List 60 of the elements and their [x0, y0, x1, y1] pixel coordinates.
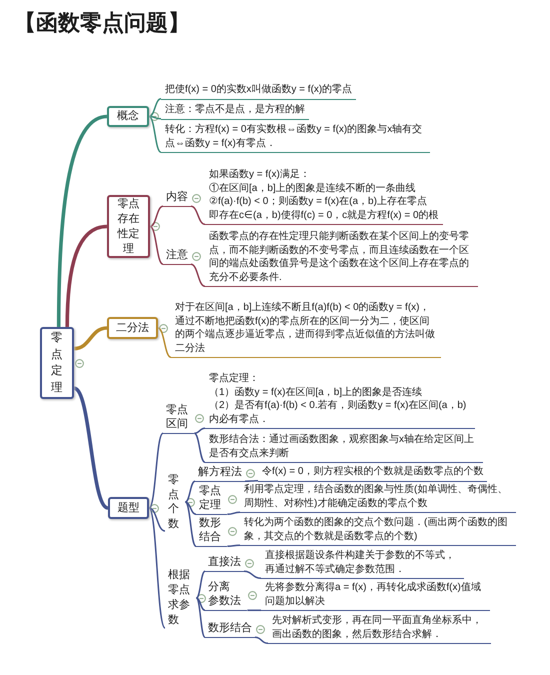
connector-line [148, 98, 162, 118]
connector-line [196, 597, 206, 611]
connector-line [185, 501, 196, 516]
connector-line [254, 636, 268, 644]
connector-line [194, 432, 206, 463]
topic-label: 解方程法 [195, 465, 245, 482]
connector-line [73, 386, 109, 510]
connector-line [148, 508, 166, 628]
connector-line [190, 206, 206, 226]
topic-text: 数形结合法：通过画函数图象，观察图象与x轴在给定区间上是否有交点来判断 [205, 433, 483, 463]
topic-text: 令f(x) = 0，则方程实根的个数就是函数零点的个数 [258, 465, 488, 482]
connector-line [148, 116, 162, 120]
connector-line [244, 570, 262, 580]
topic-text: 先将参数分离得a = f(x)，再转化成求函数f(x)值域问题加以解决 [261, 581, 490, 611]
topic-text: 如果函数y = f(x)满足： ①在区间[a，b]上的图象是连续不断的一条曲线 ②f(a)·f(b) < 0；则函数y = f(x)在(a，b)上存在零点 即存在c∈(a，b)使得f(c) = 0，c就是方程f(x) = 0的根 [205, 168, 443, 225]
topic-text: 直接根据题设条件构建关于参数的不等式，再通过解不等式确定参数范围． [261, 549, 464, 579]
root-box: 零点定理 [40, 327, 74, 399]
topic-text: 先对解析式变形，再在同一平面直角坐标系中，画出函数的图象，然后数形结合求解． [268, 614, 491, 644]
topic-text: 对于在区间[a，b]上连续不断且f(a)f(b) < 0的函数y = f(x)，通过不断地把函数f(x)的零点所在的区间一分为二，使区间的两个端点逐步逼近零点，进而得到零点近似值的方法叫做二分法 [171, 301, 441, 358]
topic-text: 转化为两个函数的图象的交点个数问题．(画出两个函数的图象，其交点的个数就是函数零点的个数) [240, 516, 516, 546]
connector-line [65, 224, 108, 328]
connector-line [74, 326, 108, 350]
connector-line [184, 501, 196, 547]
connector-line [194, 428, 206, 434]
topic-box: 零点存在性定理 [107, 195, 150, 258]
connector-line [148, 116, 162, 153]
topic-label: 分离参数法 [205, 580, 248, 611]
connector-line [158, 327, 172, 358]
topic-label: 内容 [163, 190, 191, 207]
connector-line [150, 206, 164, 228]
connector-line [245, 480, 258, 482]
topic-text: 注意：零点不是点，是方程的解 [161, 103, 309, 120]
topic-label: 数形结合 [196, 516, 228, 547]
topic-text: 利用零点定理，结合函数的图象与性质(如单调性、奇偶性、周期性、对称性)才能确定函数的零点个数 [240, 483, 516, 513]
topic-text: 把使f(x) = 0的实数x叫做函数y = f(x)的零点 [161, 83, 356, 100]
connector-line [150, 226, 164, 265]
topic-label: 数形结合 [205, 621, 255, 638]
topic-box: 概念 [107, 106, 149, 127]
connector-line [227, 544, 240, 548]
topic-text: 转化：方程f(x) = 0有实数根⇔函数y = f(x)的图象与x轴有交点⇔函数y = f(x)有零点． [161, 123, 430, 153]
topic-label: 直接法 [205, 555, 244, 572]
topic-label: 零点定理 [196, 484, 228, 515]
topic-label: 根据零点求参数 [165, 568, 196, 628]
topic-label: 零点区间 [163, 403, 194, 434]
connector-line [190, 264, 206, 288]
connector-line [196, 597, 206, 638]
topic-box: 二分法 [107, 317, 158, 339]
connector-line [184, 480, 196, 503]
topic-text: 函数零点的存在性定理只能判断函数在某个区间上的变号零点，而不能判断函数的不变号零点，而且连续函数在一个区间的端点处函数值异号是这个函数在这个区间上存在零点的充分不必要条件. [205, 230, 478, 287]
connector-line [148, 507, 166, 532]
topic-text: 零点定理： （1）函数y = f(x)在区间[a，b]上的图象是否连续 （2）是否有f(a)·f(b) < 0.若有，则函数y = f(x)在区间(a，b)内必有零点． [205, 372, 475, 429]
connector-line [227, 512, 240, 516]
connector-line [196, 570, 206, 599]
title: 【函数零点问题】 [14, 9, 190, 37]
connector-line [56, 114, 108, 328]
connector-line [247, 610, 261, 612]
topic-box: 题型 [108, 497, 149, 519]
topic-label: 零点个数 [165, 473, 186, 531]
connector-line [148, 432, 164, 509]
topic-label: 注意 [163, 248, 191, 265]
